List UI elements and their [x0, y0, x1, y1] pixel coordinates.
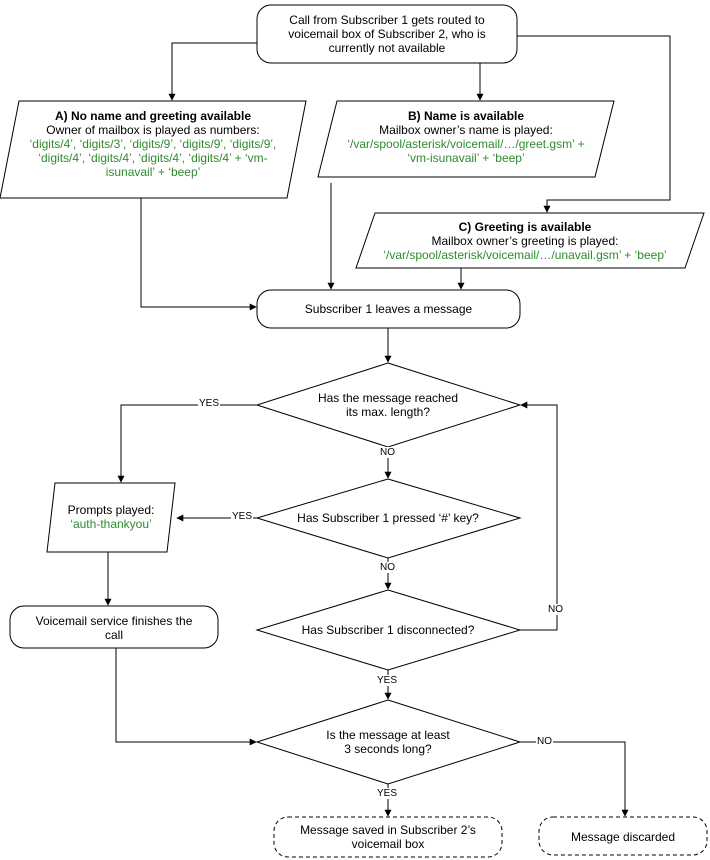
- saved-line: voicemail box: [351, 837, 425, 851]
- case-a-title: A) No name and greeting available: [54, 109, 252, 123]
- edge-min-no-to-discarded: [520, 741, 629, 817]
- case-c-code-line: ‘/var/spool/asterisk/voicemail/…/unavail…: [383, 248, 667, 262]
- discarded-text: Message discarded: [539, 830, 707, 844]
- discarded-box: [538, 816, 708, 856]
- max-length-line: its max. length?: [345, 405, 431, 419]
- finish-line: call: [104, 628, 123, 642]
- case-c-box: [355, 212, 705, 269]
- finish-line: Voicemail service finishes the: [35, 614, 193, 628]
- edge-label-disc-no: NO: [547, 604, 564, 615]
- saved-line: Message saved in Subscriber 2’s: [300, 823, 476, 837]
- prompts-box: [46, 482, 176, 553]
- start-line: Call from Subscriber 1 gets routed to: [289, 13, 485, 27]
- case-c-title: C) Greeting is available: [458, 220, 592, 234]
- case-a-code-line: ‘digits/4’, ‘digits/4’, ‘digits/4’, ‘dig…: [38, 151, 268, 165]
- edge-label-min-no: NO: [536, 736, 553, 747]
- min-length-line: 3 seconds long?: [344, 742, 432, 756]
- start-line: voicemail box of Subscriber 2, who is: [288, 27, 486, 41]
- saved-box: [273, 816, 503, 858]
- case-a-box: [0, 100, 307, 199]
- case-b-code-line: ‘/var/spool/asterisk/voicemail/…/greet.g…: [347, 137, 585, 151]
- prompts-description: Prompts played:: [67, 503, 155, 517]
- edge-start-to-c: [517, 35, 671, 213]
- edge-label-hash-no: NO: [379, 562, 396, 573]
- start-text: Call from Subscriber 1 gets routed to vo…: [257, 13, 517, 55]
- leave-message-text: Subscriber 1 leaves a message: [257, 302, 520, 316]
- start-line: currently not available: [328, 41, 446, 55]
- case-a-text: A) No name and greeting available Owner …: [3, 109, 303, 179]
- saved-text: Message saved in Subscriber 2’s voicemai…: [274, 823, 502, 851]
- edge-label-max-yes: YES: [198, 398, 221, 409]
- case-b-code-line: ‘vm-isunavail’ + ‘beep’: [407, 151, 525, 165]
- discarded-label: Message discarded: [570, 830, 676, 844]
- start-box: [256, 4, 518, 64]
- edge-max-yes-to-prompts: [117, 404, 257, 483]
- leave-message-label: Subscriber 1 leaves a message: [304, 302, 473, 316]
- pressed-hash-text: Has Subscriber 1 pressed ‘#’ key?: [268, 511, 508, 525]
- edge-disc-no-loop: [520, 401, 558, 631]
- edge-a-to-leave: [140, 198, 257, 311]
- case-b-title: B) Name is available: [407, 109, 525, 123]
- finish-text: Voicemail service finishes the call: [10, 614, 218, 642]
- disconnected-label: Has Subscriber 1 disconnected?: [301, 623, 475, 637]
- case-b-box: [317, 100, 615, 178]
- case-a-code-line: isunavail’ + ‘beep’: [105, 165, 201, 179]
- edge-label-disc-yes: YES: [376, 675, 399, 686]
- case-c-description: Mailbox owner’s greeting is played:: [431, 234, 619, 248]
- max-length-text: Has the message reached its max. length?: [288, 391, 488, 419]
- edge-start-to-a: [168, 42, 257, 101]
- case-b-description: Mailbox owner’s name is played:: [379, 123, 553, 137]
- edge-finish-to-min: [115, 648, 257, 746]
- pressed-hash-label: Has Subscriber 1 pressed ‘#’ key?: [297, 511, 479, 525]
- edge-label-min-yes: YES: [376, 788, 399, 799]
- finish-box: [9, 605, 219, 649]
- case-c-text: C) Greeting is available Mailbox owner’s…: [350, 220, 700, 262]
- edge-label-hash-yes: YES: [231, 511, 254, 522]
- min-length-text: Is the message at least 3 seconds long?: [288, 728, 488, 756]
- case-b-text: B) Name is available Mailbox owner’s nam…: [318, 109, 614, 165]
- edge-label-max-no: NO: [379, 447, 396, 458]
- prompts-text: Prompts played: ‘auth-thankyou’: [50, 503, 172, 531]
- disconnected-text: Has Subscriber 1 disconnected?: [268, 623, 508, 637]
- case-a-description: Owner of mailbox is played as numbers:: [46, 123, 260, 137]
- prompts-code: ‘auth-thankyou’: [70, 517, 152, 531]
- max-length-line: Has the message reached: [317, 391, 459, 405]
- case-a-code-line: ‘digits/4’, ‘digits/3’, ‘digits/9’, ‘dig…: [29, 137, 277, 151]
- min-length-line: Is the message at least: [326, 728, 450, 742]
